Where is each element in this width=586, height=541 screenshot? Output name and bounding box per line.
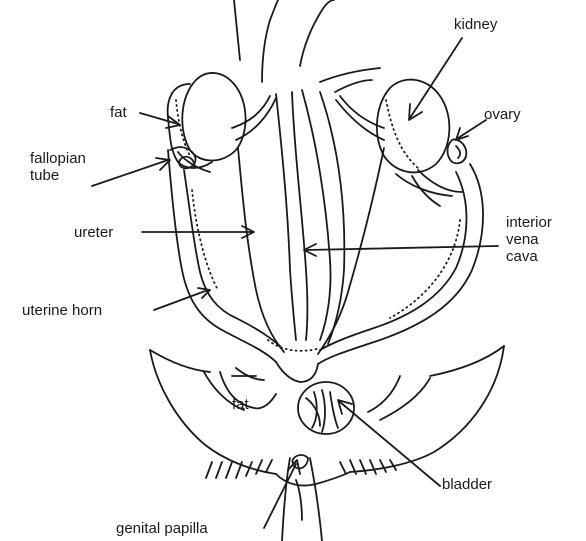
right-kidney-group xyxy=(377,80,466,173)
label-uterine-horn: uterine horn xyxy=(22,302,102,319)
arrow-kidney xyxy=(410,38,462,118)
right-ovary xyxy=(448,139,467,163)
genital-papilla-shape xyxy=(206,455,396,541)
label-ureter: ureter xyxy=(74,224,113,241)
label-genital-papilla: genital papilla xyxy=(116,520,208,537)
label-fat-bottom: fat xyxy=(232,396,249,413)
arrow-fallopian xyxy=(92,160,168,186)
label-fallopian-tube: fallopian tube xyxy=(30,150,86,184)
left-kidney-group xyxy=(168,73,246,172)
bladder-shape xyxy=(298,382,354,434)
arrow-ovary xyxy=(458,120,486,138)
upper-vessels xyxy=(234,0,380,92)
renal-vessels xyxy=(232,96,462,206)
arrow-uterine-horn xyxy=(154,290,208,310)
label-bladder: bladder xyxy=(442,476,492,493)
arrow-ivc xyxy=(306,246,498,250)
label-fat-top: fat xyxy=(110,104,127,121)
body-wall xyxy=(150,346,504,486)
label-ovary: ovary xyxy=(484,106,521,123)
right-kidney xyxy=(377,80,449,173)
label-arrows xyxy=(92,38,498,528)
ureters xyxy=(238,148,384,354)
vena-cava xyxy=(276,90,344,344)
label-kidney: kidney xyxy=(454,16,497,33)
left-kidney xyxy=(182,73,245,161)
label-interior-vena-cava: interior vena cava xyxy=(506,214,552,265)
